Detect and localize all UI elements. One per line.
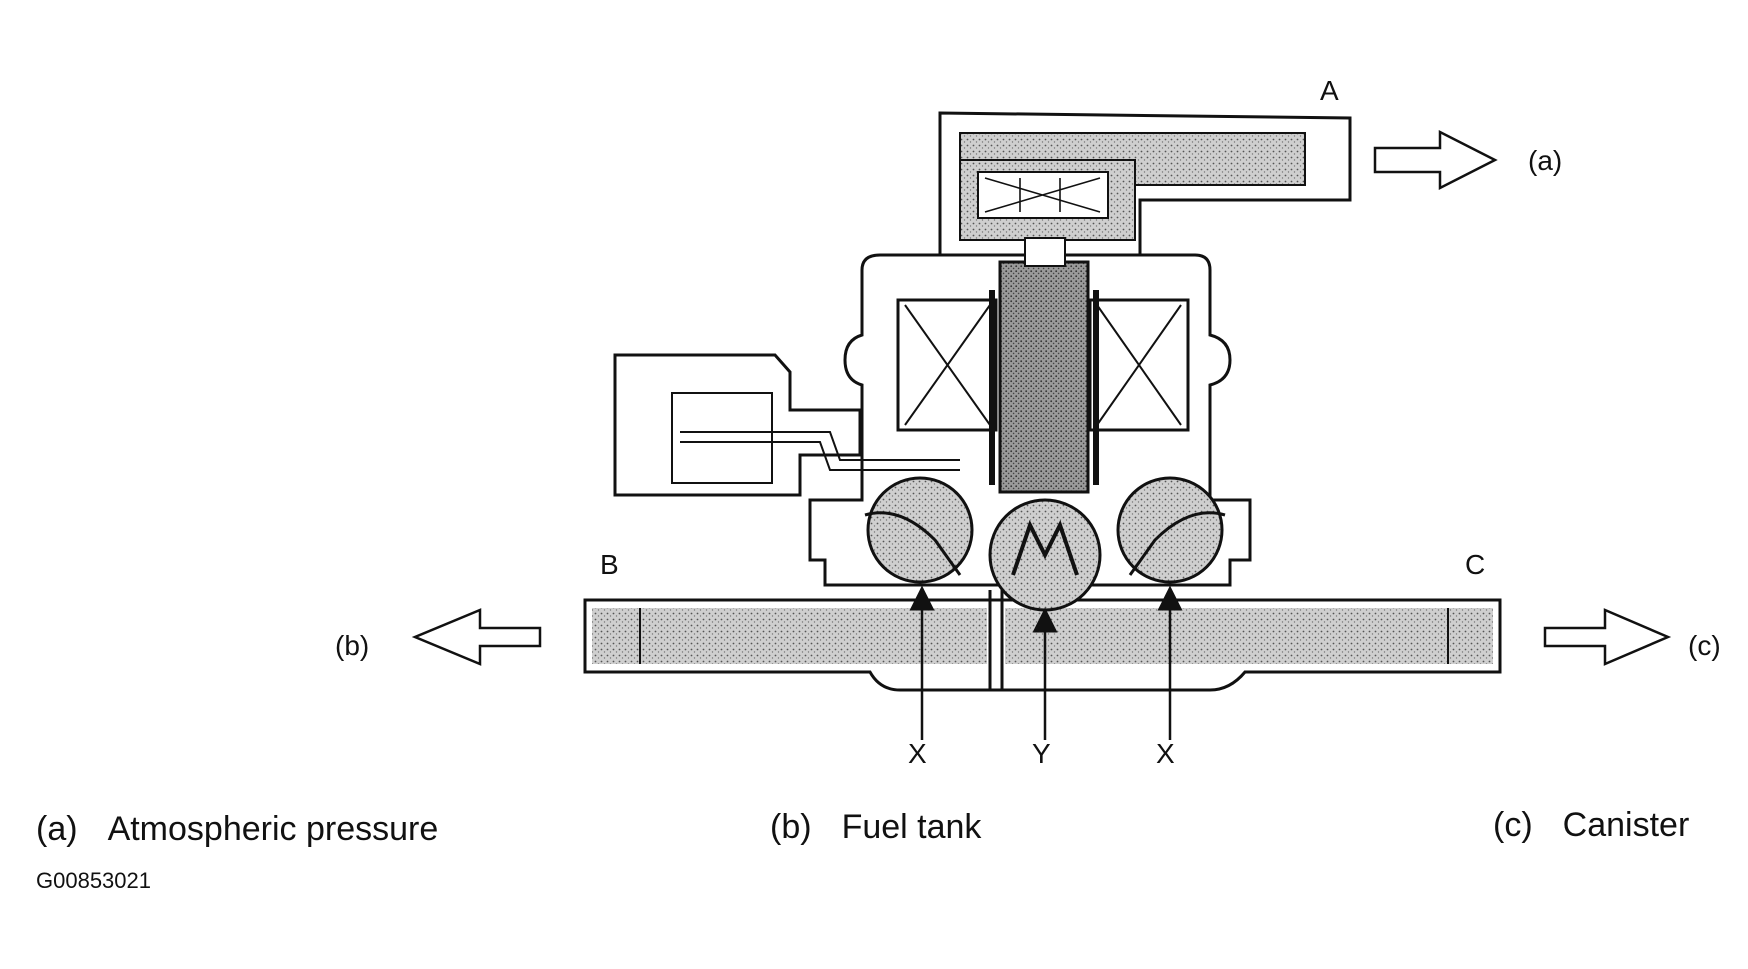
flow-label-c: (c) bbox=[1688, 630, 1721, 661]
legend-text-a: Atmospheric pressure bbox=[107, 810, 439, 848]
outlet-a-tube bbox=[938, 111, 1352, 257]
check-valve-right bbox=[1116, 476, 1226, 584]
flow-arrow-b bbox=[411, 608, 542, 666]
callout-label-y: Y bbox=[1032, 738, 1051, 769]
figure-code: G00853021 bbox=[36, 868, 151, 893]
flow-arrow-c bbox=[1543, 608, 1672, 666]
electrical-connector bbox=[613, 353, 960, 497]
check-valve-center bbox=[988, 498, 1102, 612]
check-valve-left bbox=[864, 476, 974, 584]
legend-item-c: (c) Canister bbox=[1493, 806, 1689, 845]
port-label-b: B bbox=[600, 549, 619, 580]
legend-text-c: Canister bbox=[1562, 806, 1690, 844]
port-label-a: A bbox=[1320, 75, 1339, 106]
port-label-c: C bbox=[1465, 549, 1485, 580]
legend-text-b: Fuel tank bbox=[841, 808, 982, 846]
flow-label-b: (b) bbox=[335, 630, 369, 661]
flow-label-a: (a) bbox=[1528, 145, 1562, 176]
legend-item-b: (b) Fuel tank bbox=[770, 808, 981, 847]
callout-label-x-left: X bbox=[908, 738, 927, 769]
legend-key-c: (c) bbox=[1493, 806, 1533, 844]
legend-item-a: (a) Atmospheric pressure bbox=[36, 810, 438, 849]
legend-key-b: (b) bbox=[770, 808, 812, 846]
legend-key-a: (a) bbox=[36, 810, 78, 848]
callout-label-x-right: X bbox=[1156, 738, 1175, 769]
flow-arrow-a bbox=[1373, 129, 1498, 191]
